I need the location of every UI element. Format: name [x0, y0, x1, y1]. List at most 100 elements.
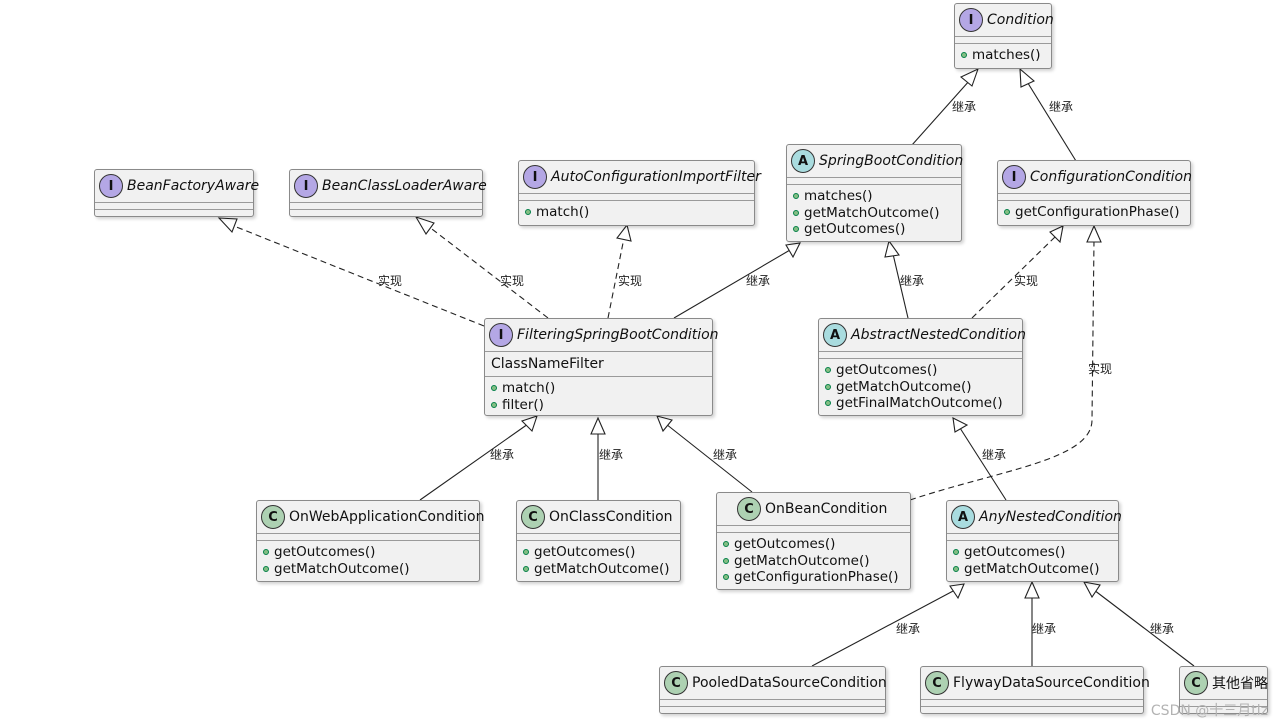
edge-abstractnested-springboot — [892, 253, 909, 319]
methods: match() — [519, 200, 754, 224]
class-name: PooledDataSourceCondition — [692, 675, 887, 691]
edge-label-inherit: 继承 — [900, 274, 925, 288]
arrowhead — [414, 216, 435, 236]
class-name: OnWebApplicationCondition — [289, 509, 485, 525]
interface-icon: I — [99, 174, 123, 198]
public-method-icon — [523, 565, 529, 572]
public-method-icon — [263, 565, 269, 572]
class-name: ConfigurationCondition — [1030, 169, 1192, 185]
edge-label-inherit: 继承 — [599, 448, 624, 462]
field: ClassNameFilter — [491, 356, 604, 372]
edge-label-inherit: 继承 — [1150, 622, 1175, 636]
method: getOutcomes() — [534, 544, 636, 560]
edge-label-implement: 实现 — [1088, 362, 1113, 376]
method: getOutcomes() — [804, 221, 906, 237]
public-method-icon — [825, 383, 831, 390]
class-name: 其他省略 — [1212, 676, 1268, 692]
edge-anynested-abstractnested — [959, 427, 1007, 501]
class-icon: C — [664, 671, 688, 695]
edge-configuration-condition — [1025, 79, 1077, 162]
edge-springboot-condition — [911, 79, 971, 146]
arrowhead — [1019, 67, 1036, 88]
edge-label-inherit: 继承 — [746, 274, 771, 288]
method: getOutcomes() — [734, 536, 836, 552]
arrowhead — [959, 67, 979, 87]
edge-label-inherit: 继承 — [982, 448, 1007, 462]
methods: getOutcomes() getMatchOutcome() — [517, 540, 680, 580]
interface-icon: I — [294, 174, 318, 198]
method: filter() — [502, 396, 544, 413]
methods: match() filter() — [485, 376, 712, 416]
methods: getOutcomes() getMatchOutcome() getConfi… — [717, 532, 910, 589]
public-method-icon — [723, 574, 729, 581]
public-method-icon — [491, 401, 497, 408]
abstract-class-icon: A — [791, 149, 815, 173]
public-method-icon — [953, 565, 959, 572]
method: match() — [502, 380, 556, 396]
class-name: FilteringSpringBootCondition — [517, 327, 719, 343]
arrowhead — [616, 223, 632, 242]
method: getMatchOutcome() — [804, 204, 940, 221]
arrowhead — [949, 583, 965, 600]
public-method-icon — [723, 557, 729, 564]
abstract-class-icon: A — [823, 323, 847, 347]
class-name: FlywayDataSourceCondition — [953, 675, 1150, 691]
method: getConfigurationPhase() — [734, 569, 899, 585]
class-icon: C — [261, 505, 285, 529]
public-method-icon — [491, 385, 497, 392]
edge-label-inherit: 继承 — [952, 100, 977, 114]
arrowhead — [884, 239, 900, 258]
method: getMatchOutcome() — [274, 560, 410, 577]
public-method-icon — [1004, 209, 1010, 216]
public-method-icon — [263, 549, 269, 556]
interface-icon: I — [959, 8, 983, 32]
public-method-icon — [825, 400, 831, 407]
interface-icon: I — [523, 165, 547, 189]
class-name: OnBeanCondition — [765, 501, 888, 517]
arrowhead — [1024, 580, 1040, 599]
method: getMatchOutcome() — [964, 560, 1100, 577]
edge-onweb-filtering — [419, 423, 529, 501]
arrowhead — [1049, 225, 1064, 244]
method: getOutcomes() — [836, 362, 938, 378]
fields: ClassNameFilter — [485, 351, 712, 376]
method: getMatchOutcome() — [734, 552, 870, 569]
methods: matches() getMatchOutcome() getOutcomes(… — [787, 184, 961, 241]
class-icon: C — [925, 671, 949, 695]
edge-label-inherit: 继承 — [1032, 622, 1057, 636]
watermark: CSDN @十三月tlz — [1150, 703, 1268, 719]
interface-icon: I — [489, 323, 513, 347]
class-name: Condition — [987, 12, 1054, 28]
methods: getConfigurationPhase() — [998, 200, 1190, 224]
arrowhead — [785, 242, 801, 259]
public-method-icon — [953, 549, 959, 556]
edge-label-implement: 实现 — [378, 274, 403, 288]
public-method-icon — [793, 209, 799, 216]
edge-label-implement: 实现 — [618, 274, 643, 288]
method: match() — [536, 204, 590, 220]
methods: matches() — [955, 43, 1051, 67]
edge-pooled-anynested — [811, 589, 956, 667]
method: getFinalMatchOutcome() — [836, 395, 1003, 411]
method: getConfigurationPhase() — [1015, 204, 1180, 220]
abstract-class-icon: A — [951, 505, 975, 529]
method: matches() — [972, 47, 1041, 63]
class-icon: C — [521, 505, 545, 529]
public-method-icon — [523, 549, 529, 556]
edge-label-inherit: 继承 — [896, 622, 921, 636]
